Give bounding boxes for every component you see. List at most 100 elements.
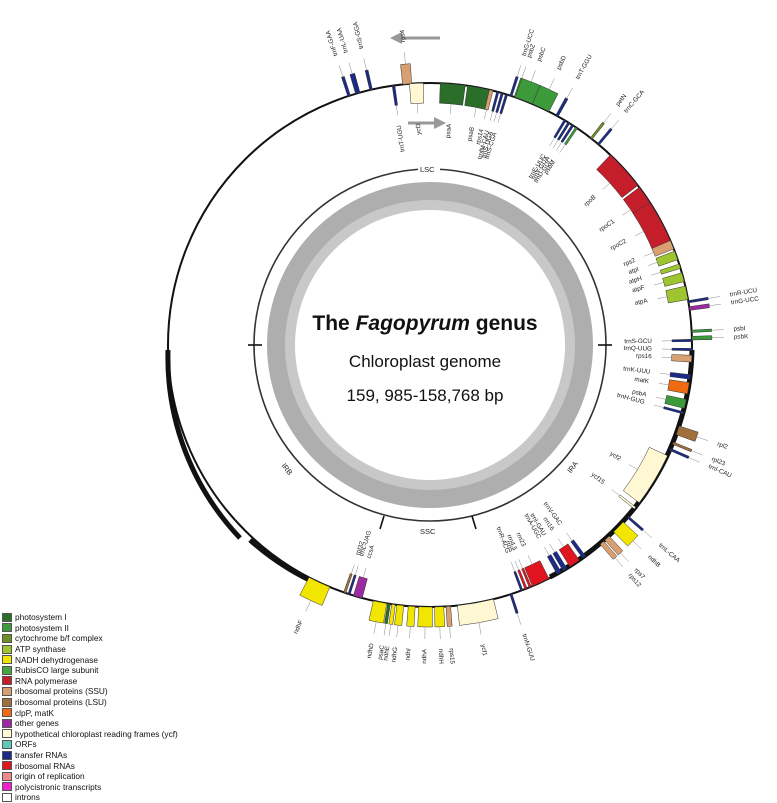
legend-swatch [2, 634, 12, 643]
gene-block [353, 576, 367, 598]
legend-item: ribosomal RNAs [2, 760, 232, 771]
gene-label: trnN-GUU [520, 633, 535, 662]
gene-block [446, 606, 452, 626]
gene-label: rpl2 [716, 441, 729, 451]
legend-item: other genes [2, 718, 232, 729]
gene-leader-line [450, 626, 451, 638]
gene-label: atpI [628, 266, 640, 276]
gene-leader-line [474, 107, 476, 117]
legend-label: cytochrome b/f complex [15, 633, 103, 643]
boundary-tick [380, 516, 384, 529]
gene-leader-line [689, 457, 700, 462]
legend-item: RNA polymerase [2, 676, 232, 687]
gene-leader-line [515, 561, 519, 570]
region-label-irb: IRB [280, 461, 295, 476]
legend-swatch [2, 687, 12, 696]
gene-leader-line [490, 111, 493, 121]
gene-label: trnQ-UUG [624, 345, 653, 352]
gene-label: psaB [466, 126, 476, 141]
gene-leader-line [397, 625, 398, 637]
gene-leader-line [522, 67, 526, 78]
gene-label: trnL-CAA [657, 542, 682, 565]
gene-label: ndhA [421, 648, 428, 664]
gene-leader-line [604, 113, 611, 122]
legend-label: origin of replication [15, 771, 85, 781]
gene-block [394, 605, 403, 626]
gene-block [440, 83, 466, 105]
legend-label: polycistronic transcripts [15, 782, 101, 792]
gene-block [341, 76, 350, 96]
gene-label: ndhI [405, 648, 413, 661]
gene-leader-line [556, 142, 561, 150]
gene-leader-line [697, 437, 708, 441]
legend-item: photosystem I [2, 612, 232, 623]
gene-leader-line [611, 120, 619, 129]
clockwise-arrow [408, 117, 446, 129]
gene-leader-line [643, 530, 652, 538]
legend-label: transfer RNAs [15, 750, 67, 760]
legend-swatch [2, 698, 12, 707]
legend-label: ORFs [15, 739, 37, 749]
gene-leader-line [708, 296, 720, 298]
gene-leader-line [662, 357, 672, 358]
gene-leader-line [567, 88, 573, 98]
gene-leader-line [712, 330, 724, 331]
legend-swatch [2, 655, 12, 664]
legend-item: NADH dehydrogenase [2, 654, 232, 665]
gene-leader-line [517, 65, 521, 76]
gene-block [369, 601, 387, 623]
legend-item: photosystem II [2, 623, 232, 634]
gene-block [418, 607, 433, 627]
gene-block [590, 122, 604, 139]
irb-thick-arc [168, 350, 240, 538]
gene-leader-line [566, 533, 572, 541]
gene-leader-line [560, 144, 566, 152]
gene-block [598, 128, 613, 145]
gene-label: trnC-GCA [623, 88, 647, 114]
legend-item: polycistronic transcripts [2, 782, 232, 793]
gene-leader-line [355, 566, 358, 576]
legend-swatch [2, 793, 12, 802]
legend-label: ATP synthase [15, 644, 66, 654]
legend-label: RubisCO large subunit [15, 665, 98, 675]
gene-label: matK [634, 376, 650, 385]
gene-leader-line [651, 272, 661, 275]
gene-block [510, 594, 518, 614]
gene-label: rpoC2 [609, 238, 628, 252]
gene-leader-line [396, 105, 397, 115]
gene-leader-line [615, 558, 623, 567]
gene-block [435, 607, 445, 627]
gene-label: ndhF [292, 619, 304, 635]
gene-leader-line [553, 140, 558, 148]
gene-label: rps15 [448, 648, 456, 665]
gene-label: trnS-GGA [352, 20, 365, 49]
inner-disc [295, 210, 565, 480]
gene-label: psbC [536, 46, 548, 63]
gene-leader-line [384, 624, 386, 636]
legend-swatch [2, 613, 12, 622]
gene-leader-line [621, 553, 629, 562]
gene-leader-line [660, 373, 670, 374]
gene-leader-line [657, 297, 667, 299]
region-label-ssc: SSC [420, 527, 436, 536]
gene-leader-line [654, 405, 664, 408]
gene-label: trnT-UGU [396, 124, 407, 152]
gene-block [660, 264, 680, 274]
gene-label: trnT-GGU [574, 53, 594, 81]
gene-block [401, 64, 412, 85]
gene-leader-line [494, 112, 497, 122]
gene-leader-line [549, 138, 554, 147]
gene-label: ycf2 [608, 451, 622, 463]
legend-item: ribosomal proteins (SSU) [2, 686, 232, 697]
gene-leader-line [364, 59, 367, 71]
gene-leader-line [374, 622, 376, 634]
legend-item: transfer RNAs [2, 750, 232, 761]
gene-block [692, 329, 712, 332]
gene-leader-line [511, 562, 515, 571]
boundary-tick [472, 516, 476, 529]
legend-swatch [2, 676, 12, 685]
gene-block [692, 336, 712, 340]
genome-size: 159, 985-158,768 bp [290, 386, 560, 406]
legend-swatch [2, 623, 12, 632]
gene-block [365, 70, 372, 90]
